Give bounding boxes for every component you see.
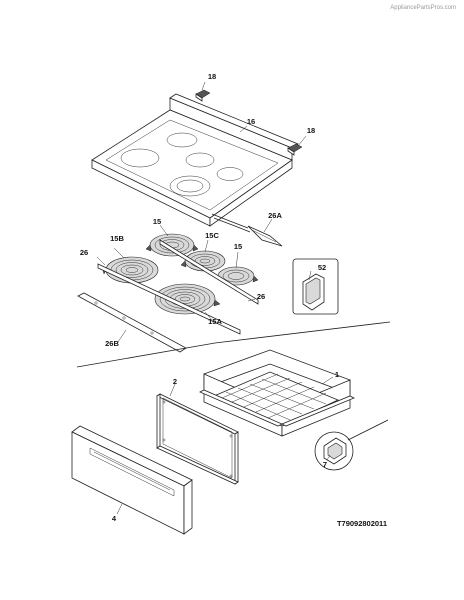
callout-16: 16 [247, 117, 255, 126]
callout-26-right: 26 [257, 292, 265, 301]
callout-18-right: 18 [307, 126, 315, 135]
callout-15-right: 15 [234, 242, 242, 251]
inset-box-52[interactable] [292, 258, 339, 315]
surface-element-15a[interactable] [154, 283, 221, 315]
element-bracket-right[interactable] [159, 239, 259, 305]
cooktop-glass-top[interactable] [91, 93, 299, 227]
callout-26a: 26A [268, 211, 282, 220]
callout-15b: 15B [110, 234, 124, 243]
wire-harness[interactable] [211, 213, 283, 247]
inset-circle-7[interactable] [314, 419, 389, 471]
drawer-box[interactable] [199, 349, 355, 437]
element-bracket-left[interactable] [97, 263, 241, 335]
watermark-text: AppliancePartsPros.com [390, 5, 456, 11]
callout-26b: 26B [105, 339, 119, 348]
section-divider [76, 321, 391, 368]
callout-7: 7 [323, 460, 327, 469]
callout-15a: 15A [208, 317, 222, 326]
drawer-frame[interactable] [156, 393, 239, 485]
surface-element-right[interactable] [217, 266, 259, 286]
callout-52: 52 [318, 263, 326, 272]
top-clip-right[interactable] [287, 143, 303, 156]
callout-18-left: 18 [208, 72, 216, 81]
top-clip-left[interactable] [195, 89, 211, 102]
callout-15-top: 15 [153, 217, 161, 226]
surface-element-15c[interactable] [180, 250, 226, 272]
diagram-code: T79092802011 [337, 519, 387, 528]
drawer-front-panel[interactable] [71, 425, 193, 535]
callout-4: 4 [112, 514, 117, 523]
callout-1: 1 [335, 370, 339, 379]
surface-element-top-left[interactable] [145, 233, 199, 257]
leader-lines [96, 81, 334, 515]
callout-26-left: 26 [80, 248, 88, 257]
callout-15c: 15C [205, 231, 219, 240]
callout-2: 2 [173, 377, 177, 386]
